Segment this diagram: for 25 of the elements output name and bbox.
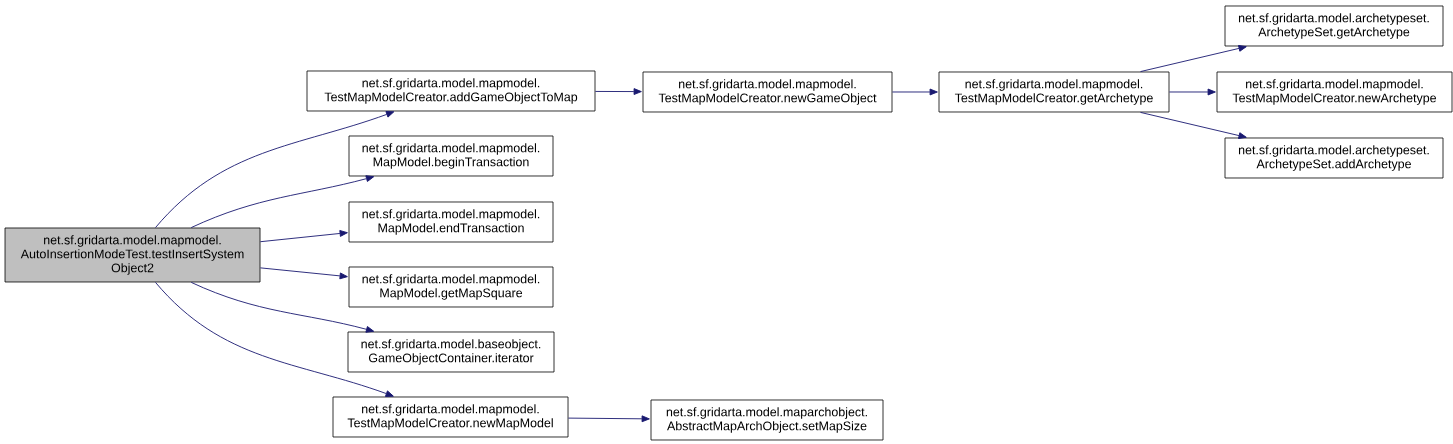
arrow: [594, 88, 642, 95]
function-box: net.sf.gridarta.model.mapmodel. TestMapModelCreator.newGameObject: [642, 71, 893, 113]
function-box: net.sf.gridarta.model.mapmodel. MapModel.getMapSquare: [348, 266, 554, 308]
arrow: [891, 88, 938, 96]
arrow: [1168, 88, 1216, 96]
function-box: net.sf.gridarta.model.mapmodel. MapModel.endTransaction: [348, 201, 554, 243]
arrow: [190, 281, 375, 333]
function-box: net.sf.gridarta.model.mapmodel. TestMapModelCreator.getArchetype: [938, 71, 1170, 113]
arrow: [155, 281, 394, 397]
arrow: [190, 175, 375, 229]
function-box: net.sf.gridarta.model.mapmodel. AutoInsertionModeTest.testInsertSystem Object2: [4, 227, 261, 283]
arrow: [1140, 111, 1247, 139]
arrow: [259, 267, 348, 280]
function-box: net.sf.gridarta.model.mapmodel. TestMapModelCreator.addGameObjectToMap: [306, 70, 596, 112]
function-box: net.sf.gridarta.model.mapmodel. MapModel.beginTransaction: [348, 135, 554, 177]
function-box: net.sf.gridarta.model.mapmodel. TestMapModelCreator.newMapModel: [332, 396, 569, 438]
arrow: [1140, 45, 1247, 73]
arrow: [567, 415, 650, 423]
function-box: net.sf.gridarta.model.maparchobject. AbstractMapArchObject.setMapSize: [650, 399, 884, 441]
function-box: net.sf.gridarta.model.baseobject. GameObjectContainer.iterator: [347, 331, 555, 373]
function-box: net.sf.gridarta.model.archetypeset. ArchetypeSet.getArchetype: [1224, 5, 1444, 47]
arrow: [259, 230, 348, 243]
function-box: net.sf.gridarta.model.archetypeset. ArchetypeSet.addArchetype: [1224, 137, 1444, 179]
function-box: net.sf.gridarta.model.mapmodel. TestMapModelCreator.newArchetype: [1216, 71, 1453, 113]
arrow: [155, 111, 395, 229]
